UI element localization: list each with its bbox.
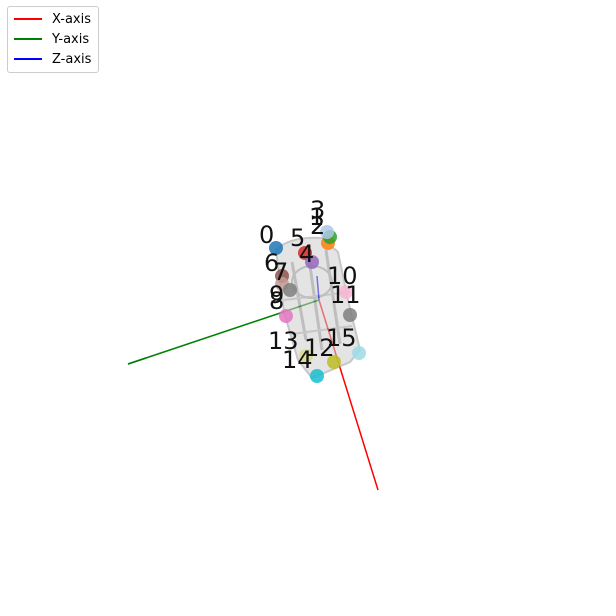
keypoint-label-12: 12: [304, 334, 335, 362]
keypoint-label-11: 11: [330, 281, 361, 309]
keypoint-label-3: 3: [310, 196, 325, 224]
keypoint-3: [320, 225, 334, 239]
keypoint-15: [352, 346, 366, 360]
legend-item-y-axis: Y-axis: [14, 31, 89, 47]
keypoint-10: [339, 285, 353, 299]
keypoint-label-7: 7: [273, 258, 288, 286]
legend-label-z-axis: Z-axis: [52, 51, 92, 67]
z-axis-legend-line: [14, 58, 42, 60]
mesh-joints: [283, 291, 353, 335]
keypoint-label-0: 0: [259, 221, 274, 249]
keypoint-label-15: 15: [326, 324, 357, 352]
keypoint-label-9: 9: [269, 281, 284, 309]
keypoint-5: [305, 255, 319, 269]
keypoint-label-2: 2: [310, 212, 325, 240]
keypoint-0: [269, 241, 283, 255]
legend-label-x-axis: X-axis: [52, 11, 91, 27]
keypoint-13: [299, 349, 313, 363]
keypoint-label-10: 10: [327, 262, 358, 290]
x-axis-legend-line: [14, 18, 42, 20]
keypoint-label-5: 5: [290, 224, 305, 252]
keypoint-14: [310, 369, 324, 383]
legend: X-axis Y-axis Z-axis: [7, 6, 99, 73]
legend-item-x-axis: X-axis: [14, 11, 91, 27]
legend-item-z-axis: Z-axis: [14, 51, 91, 67]
keypoint-label-8: 8: [269, 287, 284, 315]
legend-label-y-axis: Y-axis: [52, 31, 90, 47]
keypoint-label-6: 6: [264, 249, 279, 277]
keypoint-11: [343, 308, 357, 322]
keypoints: [269, 225, 366, 383]
keypoint-8: [279, 309, 293, 323]
keypoint-12: [327, 355, 341, 369]
y-axis-tip: [127, 357, 147, 365]
y-axis-legend-line: [14, 38, 42, 40]
keypoint-label-1: 1: [309, 203, 324, 231]
keypoint-label-14: 14: [282, 346, 313, 374]
keypoint-label-13: 13: [268, 327, 299, 355]
keypoint-label-4: 4: [299, 240, 314, 268]
keypoint-9: [283, 283, 297, 297]
